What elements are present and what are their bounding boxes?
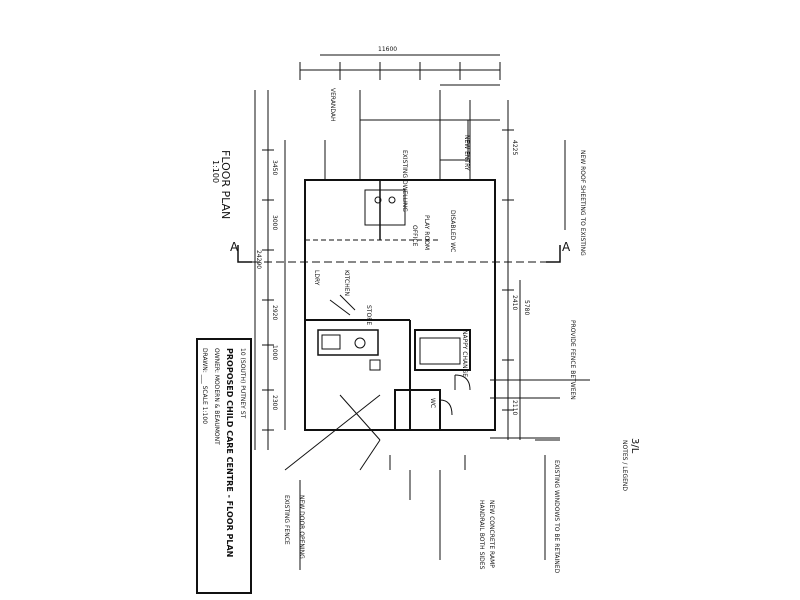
dim-top-overall: 11600	[378, 46, 398, 53]
room-nappy-change: NAPPY CHANGE	[461, 330, 468, 378]
room-office: OFFICE	[411, 225, 418, 247]
title-project-line: PROPOSED CHILD CARE CENTRE - FLOOR PLAN	[225, 348, 234, 558]
dim-right-b: 2410	[511, 295, 518, 311]
section-marker-left: A	[230, 240, 239, 254]
note-3: EXISTING WINDOWS TO BE RETAINED	[553, 460, 560, 574]
room-wc: WC	[429, 398, 436, 409]
room-store: STORE	[365, 305, 372, 326]
room-disabled-wc: DISABLED WC	[449, 210, 456, 253]
title-drawn-line: DRAWN: ___ SCALE 1:100	[201, 348, 208, 425]
dim-left-c: 2920	[271, 305, 278, 321]
room-verandah: VERANDAH	[329, 88, 336, 122]
dim-left-total: 24290	[255, 250, 262, 270]
dim-left-d: 1000	[271, 345, 278, 361]
room-kitchen: KITCHEN	[343, 270, 350, 296]
dim-right-d: 5780	[523, 300, 530, 316]
dim-right-a: 4225	[511, 140, 518, 156]
ramp-line	[284, 394, 381, 471]
dim-right-c: 2110	[511, 400, 518, 416]
section-marker-right: A	[562, 240, 571, 254]
note-1: NEW ROOF SHEETING TO EXISTING	[579, 150, 586, 256]
building-outline	[304, 179, 496, 431]
sheet-number: 3/L	[629, 438, 640, 454]
dim-left-e: 2300	[271, 395, 278, 411]
room-laundry: LDRY	[313, 270, 320, 286]
dim-left-b: 3000	[271, 215, 278, 231]
wc-room	[394, 389, 441, 431]
note-2: PROVIDE FENCE BETWEEN	[569, 320, 576, 400]
view-title: FLOOR PLAN	[219, 150, 232, 220]
note-4: NEW CONCRETE RAMP	[488, 500, 495, 568]
note-5: HANDRAIL BOTH SIDES	[478, 500, 485, 570]
room-new-entry: NEW ENTRY	[463, 135, 470, 171]
title-address-line: 10 (SOUTH) PUTNEY ST	[239, 348, 246, 419]
title-block: PROPOSED CHILD CARE CENTRE - FLOOR PLAN …	[196, 338, 252, 594]
notes-heading: NOTES / LEGEND	[621, 440, 628, 491]
title-client-line: OWNER: MODERN & BEAUMONT	[213, 348, 220, 445]
view-scale: 1:100	[211, 160, 220, 184]
note-7: EXISTING FENCE	[283, 495, 290, 545]
room-existing-dwelling: EXISTING DWELLING	[401, 150, 408, 212]
room-play-room: PLAY ROOM	[423, 215, 430, 251]
dim-left-a: 3450	[271, 160, 278, 176]
bath-room	[414, 329, 471, 371]
note-6: NEW DOOR OPENING	[298, 495, 305, 559]
